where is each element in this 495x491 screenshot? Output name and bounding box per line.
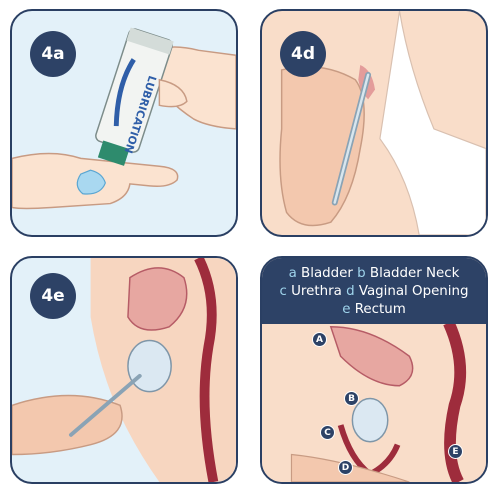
step-4a-panel: 4a LUBRICATION bbox=[10, 9, 238, 237]
marker-a: A bbox=[312, 332, 327, 347]
legend-label: Bladder bbox=[297, 266, 357, 281]
step-badge: 4e bbox=[30, 273, 76, 319]
marker-c: C bbox=[320, 425, 335, 440]
legend-key: b bbox=[357, 266, 366, 281]
legend-key: c bbox=[279, 284, 286, 299]
anatomy-legend-panel: a Bladder b Bladder Neck c Urethra d Vag… bbox=[260, 256, 488, 484]
step-badge: 4d bbox=[280, 31, 326, 77]
legend-line-3: e Rectum bbox=[262, 301, 486, 319]
step-4e-panel: 4e bbox=[10, 256, 238, 484]
legend-label: Bladder Neck bbox=[366, 266, 460, 281]
legend-line-1: a Bladder b Bladder Neck bbox=[262, 265, 486, 283]
legend-label: Rectum bbox=[350, 302, 405, 317]
marker-d: D bbox=[338, 460, 353, 475]
step-badge: 4a bbox=[30, 31, 76, 77]
legend-key: d bbox=[346, 284, 355, 299]
bladder-icon bbox=[128, 341, 171, 392]
step-4d-panel: 4d bbox=[260, 9, 488, 237]
legend-label: Urethra bbox=[287, 284, 346, 299]
legend-key: a bbox=[289, 266, 297, 281]
legend-line-2: c Urethra d Vaginal Opening bbox=[262, 283, 486, 301]
anatomy-legend: a Bladder b Bladder Neck c Urethra d Vag… bbox=[262, 258, 486, 324]
marker-b: B bbox=[344, 391, 359, 406]
marker-e: E bbox=[448, 444, 463, 459]
legend-label: Vaginal Opening bbox=[355, 284, 469, 299]
